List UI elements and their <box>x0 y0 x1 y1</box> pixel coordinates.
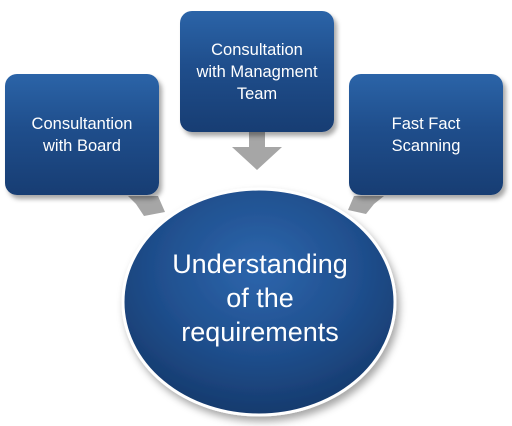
arrow-left-to-center <box>128 196 165 216</box>
label-line: with Managment <box>196 62 318 81</box>
arrow-top-to-center <box>232 132 282 170</box>
label-line: Consultation <box>211 40 303 59</box>
center-label-line: of the <box>226 283 294 313</box>
center-label-line: Understanding <box>172 249 348 279</box>
input-box-fact-scanning: Fast Fact Scanning <box>349 74 503 195</box>
arrow-right-to-center <box>348 196 384 214</box>
input-box-board: Consultantion with Board <box>5 74 159 195</box>
input-box-board-label: Consultantion with Board <box>32 113 133 157</box>
input-box-management: Consultation with Managment Team <box>180 11 334 132</box>
center-label-line: requirements <box>181 317 339 347</box>
label-line: Fast Fact <box>391 114 461 133</box>
input-box-fact-scanning-label: Fast Fact Scanning <box>392 113 461 157</box>
input-box-management-label: Consultation with Managment Team <box>196 39 317 105</box>
center-circle-label: Understanding of the requirements <box>145 238 375 358</box>
label-line: Scanning <box>391 136 461 155</box>
center-circle <box>121 187 397 417</box>
label-line: Consultantion <box>31 114 133 133</box>
label-line: with Board <box>43 136 121 155</box>
label-line: Team <box>236 84 278 103</box>
